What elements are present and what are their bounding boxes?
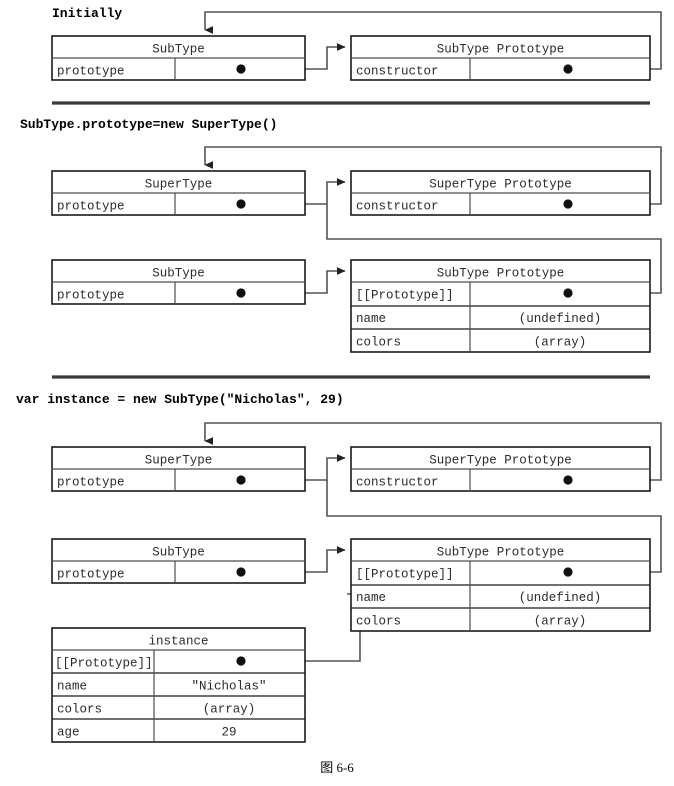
box-title: instance — [148, 635, 208, 649]
box-supertype: SuperType prototype — [51, 446, 306, 492]
box-subtype-prototype: SubType Prototype [[Prototype]] name (un… — [350, 259, 651, 353]
pointer-dot — [563, 199, 573, 209]
row-key: colors — [356, 336, 401, 350]
box-supertype-prototype: SuperType Prototype constructor — [350, 446, 651, 492]
pointer-dot — [563, 475, 573, 485]
row-value: (array) — [534, 336, 587, 350]
pointer-dot — [236, 199, 246, 209]
row-key: age — [57, 726, 80, 740]
row-value: "Nicholas" — [191, 680, 266, 694]
row-key: colors — [356, 615, 401, 629]
pointer-dot — [236, 567, 246, 577]
box-title: SubType Prototype — [437, 267, 565, 281]
section-label-initially: Initially — [52, 6, 122, 21]
box-title: SuperType Prototype — [429, 454, 572, 468]
box-title: SubType — [152, 267, 205, 281]
box-title: SubType Prototype — [437, 43, 565, 57]
box-title: SuperType Prototype — [429, 178, 572, 192]
row-key: colors — [57, 703, 102, 717]
section-initially: Initially SubType prototype SubType Prot… — [51, 6, 662, 105]
pointer-dot — [236, 64, 246, 74]
box-title: SuperType — [145, 178, 213, 192]
box-subtype: SubType prototype — [51, 259, 306, 305]
row-key: prototype — [57, 200, 125, 214]
row-value: (array) — [534, 615, 587, 629]
row-key: constructor — [356, 476, 439, 490]
figure-caption: 图 6-6 — [320, 760, 354, 775]
row-key: [[Prototype]] — [55, 657, 153, 671]
pointer-dot — [563, 288, 573, 298]
box-supertype: SuperType prototype — [51, 170, 306, 216]
section-subtype-prototype-assign: SubType.prototype=new SuperType() SuperT… — [20, 117, 662, 379]
row-value: (undefined) — [519, 591, 602, 605]
box-subtype: SubType prototype — [51, 35, 306, 81]
row-key: [[Prototype]] — [356, 568, 454, 582]
section-instance-creation: var instance = new SubType("Nicholas", 2… — [16, 392, 662, 743]
pointer-dot — [563, 567, 573, 577]
row-key: name — [356, 591, 386, 605]
box-title: SuperType — [145, 454, 213, 468]
row-key: prototype — [57, 289, 125, 303]
row-key: prototype — [57, 568, 125, 582]
section-label-assign: SubType.prototype=new SuperType() — [20, 117, 277, 132]
pointer-dot — [236, 288, 246, 298]
box-title: SubType Prototype — [437, 546, 565, 560]
box-instance: instance [[Prototype]] name "Nicholas" c… — [51, 627, 306, 743]
box-subtype-prototype: SubType Prototype constructor — [350, 35, 651, 81]
box-subtype-prototype: SubType Prototype [[Prototype]] name (un… — [350, 538, 651, 632]
row-key: constructor — [356, 65, 439, 79]
row-key: name — [356, 312, 386, 326]
row-key: [[Prototype]] — [356, 289, 454, 303]
row-key: constructor — [356, 200, 439, 214]
pointer-dot — [236, 475, 246, 485]
box-title: SubType — [152, 546, 205, 560]
section-label-instance: var instance = new SubType("Nicholas", 2… — [16, 392, 344, 407]
pointer-dot — [563, 64, 573, 74]
row-key: prototype — [57, 65, 125, 79]
row-value: (array) — [203, 703, 256, 717]
pointer-dot — [236, 656, 246, 666]
box-supertype-prototype: SuperType Prototype constructor — [350, 170, 651, 216]
row-key: prototype — [57, 476, 125, 490]
row-value: 29 — [221, 726, 236, 740]
row-key: name — [57, 680, 87, 694]
box-subtype: SubType prototype — [51, 538, 306, 584]
box-title: SubType — [152, 43, 205, 57]
row-value: (undefined) — [519, 312, 602, 326]
